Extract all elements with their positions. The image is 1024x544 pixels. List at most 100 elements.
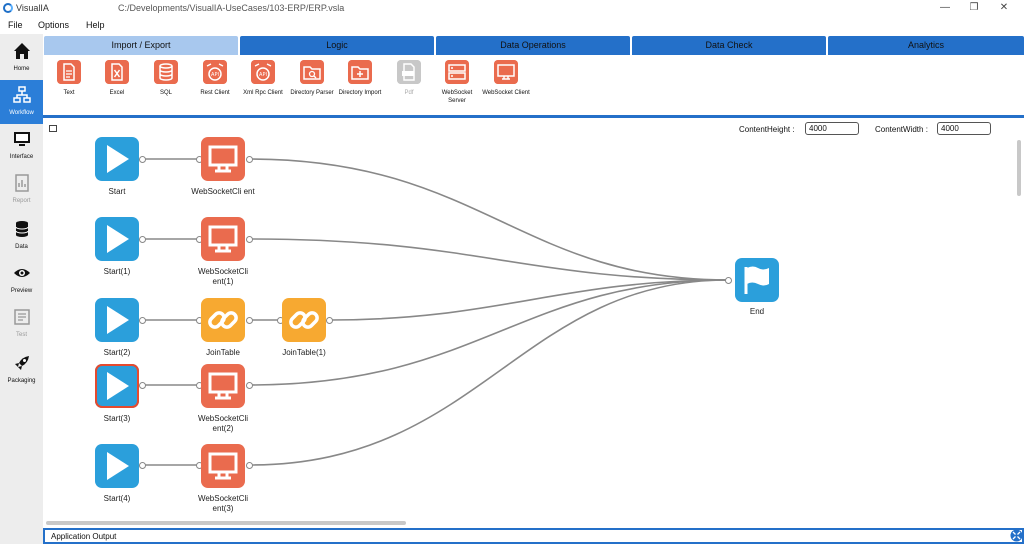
app-logo-icon	[3, 3, 13, 13]
output-port[interactable]	[139, 462, 146, 469]
sidebar-item-label: Packaging	[7, 378, 36, 384]
output-port[interactable]	[246, 317, 253, 324]
app-name: VisualIA	[16, 3, 49, 13]
output-port[interactable]	[246, 462, 253, 469]
api-icon: API	[203, 60, 227, 84]
eye-icon	[14, 269, 30, 277]
workflow-icon	[13, 86, 31, 103]
sidebar-item-report[interactable]: Report	[0, 168, 43, 212]
svg-text:API: API	[259, 72, 267, 78]
tool-xml-rpc-client[interactable]: API Xml Rpc Client	[239, 60, 287, 112]
tab-data-operations[interactable]: Data Operations	[436, 36, 630, 55]
sidebar-item-preview[interactable]: Preview	[0, 258, 43, 302]
output-port[interactable]	[139, 236, 146, 243]
collapse-icon[interactable]	[49, 125, 57, 132]
sidebar-item-packaging[interactable]: Packaging	[0, 348, 43, 392]
start-node[interactable]	[95, 217, 139, 261]
node-label: JoinTable(1)	[282, 348, 326, 357]
horizontal-scrollbar[interactable]	[46, 521, 406, 525]
websocket-client-node[interactable]	[201, 217, 245, 261]
menu-file[interactable]: File	[8, 20, 23, 30]
node-label: WebSocketCli ent(1)	[197, 267, 249, 286]
wire	[249, 158, 729, 281]
sidebar-item-workflow[interactable]: Workflow	[0, 80, 43, 124]
tool-text[interactable]: Text	[45, 60, 93, 112]
node-label: Start(2)	[103, 348, 131, 357]
tool-excel[interactable]: Excel	[93, 60, 141, 112]
rocket-icon	[15, 356, 29, 370]
flag-icon	[744, 266, 769, 294]
pdf-icon	[397, 60, 421, 84]
output-port[interactable]	[139, 156, 146, 163]
node-label: End	[749, 307, 765, 316]
tool-rest-client[interactable]: API Rest Client	[191, 60, 239, 112]
restore-button[interactable]: ❐	[969, 2, 979, 13]
close-button[interactable]: ✕	[999, 2, 1009, 13]
websocket-client-node[interactable]	[201, 137, 245, 181]
server-icon	[445, 60, 469, 84]
output-port[interactable]	[139, 382, 146, 389]
start-node[interactable]	[95, 298, 139, 342]
sidebar-item-test[interactable]: Test	[0, 302, 43, 346]
monitor-icon	[14, 132, 30, 146]
join-table-node[interactable]	[201, 298, 245, 342]
start-node[interactable]	[95, 137, 139, 181]
content-height-input[interactable]: 4000	[805, 122, 859, 135]
monitor-icon	[208, 145, 238, 173]
component-toolbar: Text Excel SQL API Rest Client API Xml R…	[43, 55, 1024, 115]
node-label: JoinTable	[206, 348, 240, 357]
toolbar-divider	[43, 115, 1024, 118]
content-width-input[interactable]: 4000	[937, 122, 991, 135]
start-node[interactable]	[95, 444, 139, 488]
websocket-client-node[interactable]	[201, 364, 245, 408]
report-icon	[15, 174, 29, 192]
text-file-icon	[57, 60, 81, 84]
tool-label: Rest Client	[200, 90, 230, 96]
tool-websocket-server[interactable]: WebSocket Server	[433, 60, 481, 112]
tab-data-check[interactable]: Data Check	[632, 36, 826, 55]
api-icon: API	[251, 60, 275, 84]
output-port[interactable]	[246, 156, 253, 163]
tool-directory-import[interactable]: Directory Import	[336, 60, 384, 112]
output-port[interactable]	[246, 236, 253, 243]
input-port[interactable]	[725, 277, 732, 284]
tool-label: Pdf	[404, 90, 414, 96]
expand-icon[interactable]	[1010, 529, 1023, 542]
websocket-client-node[interactable]	[201, 444, 245, 488]
tool-label: SQL	[159, 90, 172, 96]
output-port[interactable]	[246, 382, 253, 389]
node-label: WebSocketCli ent(3)	[197, 494, 249, 513]
sidebar-item-interface[interactable]: Interface	[0, 124, 43, 168]
tool-label: Directory Parser	[290, 90, 334, 96]
menu-help[interactable]: Help	[86, 20, 105, 30]
minimize-button[interactable]: —	[940, 2, 950, 13]
tool-sql[interactable]: SQL	[142, 60, 190, 112]
menu-options[interactable]: Options	[38, 20, 70, 30]
tool-label: Directory Import	[338, 90, 382, 96]
sidebar-item-label: Home	[13, 66, 30, 72]
application-output-panel[interactable]: Application Output	[43, 528, 1024, 544]
output-port[interactable]	[326, 317, 333, 324]
tool-websocket-client[interactable]: WebSocket Client	[482, 60, 530, 112]
wire	[249, 238, 729, 281]
start-node[interactable]	[95, 364, 139, 408]
tool-label: WebSocket Client	[482, 90, 530, 96]
node-label: WebSocketCli ent(2)	[197, 414, 249, 433]
sidebar-item-data[interactable]: Data	[0, 214, 43, 258]
vertical-scrollbar[interactable]	[1017, 140, 1021, 196]
end-node[interactable]	[735, 258, 779, 302]
play-icon	[107, 225, 129, 253]
tab-analytics[interactable]: Analytics	[828, 36, 1024, 55]
tab-import-export[interactable]: Import / Export	[44, 36, 238, 55]
monitor-icon	[208, 225, 238, 253]
output-port[interactable]	[139, 317, 146, 324]
sidebar-item-home[interactable]: Home	[0, 36, 43, 80]
tool-directory-parser[interactable]: Directory Parser	[288, 60, 336, 112]
node-label: Start	[108, 187, 126, 196]
tool-pdf[interactable]: Pdf	[385, 60, 433, 112]
join-table-node[interactable]	[282, 298, 326, 342]
database-icon	[15, 221, 29, 237]
link-icon	[289, 311, 319, 329]
tab-logic[interactable]: Logic	[240, 36, 434, 55]
sidebar: Home Workflow Interface Report Data Prev…	[0, 34, 43, 544]
